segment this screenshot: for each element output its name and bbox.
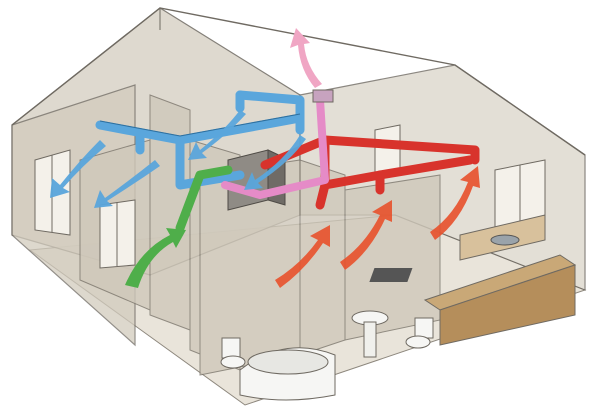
stove — [369, 268, 413, 282]
supply-ducts-outline — [99, 113, 301, 137]
roof-outline — [11, 7, 586, 156]
kitchen-sink — [490, 234, 520, 246]
roof-vent — [312, 89, 334, 103]
extract-arrows — [275, 166, 480, 288]
washbasin — [351, 310, 389, 358]
supply-arrows — [50, 110, 306, 208]
window-top-right — [374, 124, 401, 176]
intake-duct — [175, 165, 233, 233]
exhaust-arrow — [290, 28, 322, 88]
window-mid — [99, 199, 136, 269]
exhaust-duct — [221, 96, 329, 199]
toilet-left — [220, 337, 246, 369]
supply-ducts — [95, 90, 305, 190]
bathtub — [239, 347, 336, 401]
intake-arrow — [125, 228, 186, 288]
kitchen-counter — [369, 214, 577, 346]
toilet-right — [405, 317, 434, 349]
